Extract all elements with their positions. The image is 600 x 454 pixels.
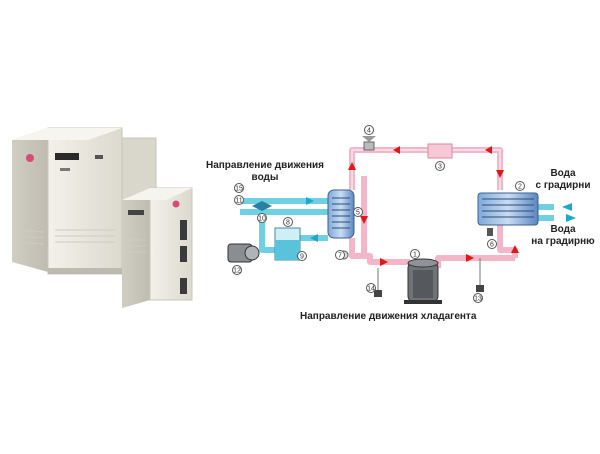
condenser-heat-exchanger bbox=[477, 192, 539, 226]
water-pump bbox=[227, 243, 260, 263]
callout-14: 14 bbox=[366, 283, 376, 293]
callout-12: 12 bbox=[232, 265, 242, 275]
svg-text:1: 1 bbox=[413, 252, 417, 259]
refrigerant-arrows bbox=[348, 146, 519, 266]
svg-text:3: 3 bbox=[438, 164, 442, 171]
callout-8: 8 bbox=[283, 217, 293, 227]
pressure-switch-low bbox=[374, 268, 382, 297]
svg-text:9: 9 bbox=[300, 254, 304, 261]
expansion-valve bbox=[362, 136, 376, 151]
evaporator-heat-exchanger bbox=[327, 189, 355, 239]
brand-logo bbox=[26, 154, 34, 162]
svg-text:14: 14 bbox=[367, 286, 375, 293]
callout-11: 11 bbox=[234, 195, 244, 205]
compressor bbox=[404, 258, 442, 304]
svg-text:5: 5 bbox=[356, 210, 360, 217]
water-to-tower-label: Вода на градирню bbox=[528, 224, 598, 248]
callout-13: 13 bbox=[473, 293, 483, 303]
water-to-tower-line-2: на градирню bbox=[531, 236, 595, 247]
water-from-tower-line-1: Вода bbox=[550, 168, 576, 179]
callout-15: 15 bbox=[234, 183, 244, 193]
refrigerant-direction-label: Направление движения хладагента bbox=[300, 311, 477, 322]
chiller-units-photo bbox=[12, 127, 193, 308]
pressure-switch-high bbox=[476, 258, 484, 292]
svg-text:7: 7 bbox=[338, 253, 342, 260]
svg-text:10: 10 bbox=[258, 216, 266, 223]
water-to-tower-line-1: Вода bbox=[550, 224, 576, 235]
water-direction-line-1: Направление движения bbox=[205, 160, 324, 171]
callout-4: 4 bbox=[364, 125, 374, 135]
small-chiller-unit bbox=[122, 187, 193, 308]
water-direction-line-2: воды bbox=[251, 172, 279, 183]
callout-markers: 1 2 3 4 5 6 7 8 9 10 11 12 13 14 15 bbox=[232, 125, 525, 303]
svg-text:11: 11 bbox=[235, 198, 242, 205]
svg-text:12: 12 bbox=[233, 268, 241, 275]
callout-5: 5 bbox=[353, 207, 363, 217]
callout-3: 3 bbox=[435, 161, 445, 171]
water-direction-label: Направление движения воды bbox=[205, 160, 325, 184]
svg-text:2: 2 bbox=[518, 184, 522, 191]
callout-2: 2 bbox=[515, 181, 525, 191]
callout-9: 9 bbox=[297, 251, 307, 261]
water-valve bbox=[252, 201, 272, 211]
water-arrows bbox=[306, 197, 576, 242]
refrigerant-highlight bbox=[351, 149, 501, 190]
filter-drier bbox=[427, 143, 453, 159]
callout-1: 1 bbox=[410, 249, 420, 259]
svg-text:8: 8 bbox=[286, 220, 290, 227]
callout-6: 6 bbox=[487, 239, 497, 249]
water-tank bbox=[274, 227, 301, 261]
water-from-tower-line-2: с градирни bbox=[535, 180, 591, 191]
svg-text:13: 13 bbox=[474, 296, 482, 303]
svg-text:6: 6 bbox=[490, 242, 494, 249]
svg-text:4: 4 bbox=[367, 128, 371, 135]
callout-7: 7 bbox=[335, 250, 345, 260]
control-display bbox=[55, 153, 79, 160]
water-from-tower-label: Вода с градирни bbox=[530, 168, 596, 192]
callout-10: 10 bbox=[257, 213, 267, 223]
svg-text:15: 15 bbox=[235, 186, 243, 193]
temperature-sensor bbox=[487, 228, 493, 236]
